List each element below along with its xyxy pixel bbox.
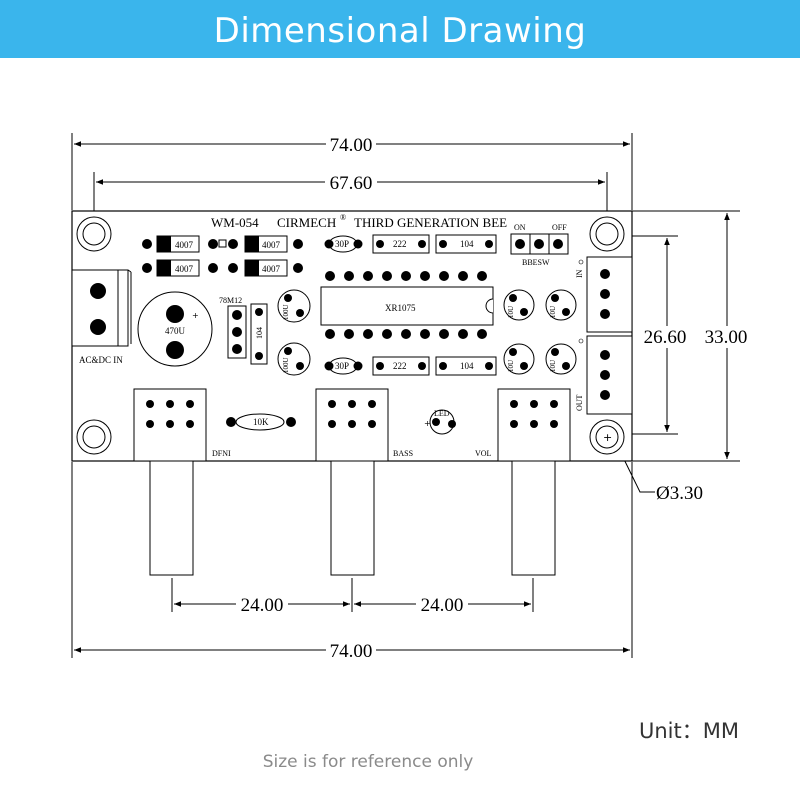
svg-text:10U: 10U	[549, 360, 557, 372]
svg-text:BBESW: BBESW	[522, 258, 550, 267]
bottom-passives: 30P 222 104	[324, 356, 497, 376]
svg-text:VOL: VOL	[475, 449, 492, 458]
bbe-switch: ON OFF BBESW	[510, 223, 569, 267]
svg-text:BASS: BASS	[393, 449, 413, 458]
dimension-74-bottom: 74.00	[330, 641, 373, 662]
board-model: WM-054	[211, 215, 259, 230]
svg-text:470U: 470U	[165, 326, 186, 336]
in-connector: IN	[575, 256, 633, 333]
svg-text:XR1075: XR1075	[385, 303, 416, 313]
dimension-24-right: 24.00	[421, 595, 464, 616]
page-title: Dimensional Drawing	[213, 11, 587, 51]
pot-dfni: DFNI	[133, 388, 231, 576]
svg-text:10K: 10K	[253, 417, 269, 427]
svg-text:10U: 10U	[507, 306, 515, 318]
dimension-diameter: Ø3.30	[656, 483, 703, 504]
svg-text:78M12: 78M12	[219, 296, 242, 305]
pcb-board: + WM-054 CIRMECH ® THIRD GENERATION BEE …	[71, 210, 633, 576]
mounting-holes	[76, 216, 625, 455]
svg-text:104: 104	[460, 361, 474, 371]
svg-text:30P: 30P	[335, 361, 349, 371]
top-passives: 30P 222 104	[324, 234, 497, 254]
svg-text:104: 104	[460, 239, 474, 249]
svg-text:4007: 4007	[175, 264, 194, 274]
svg-text:4007: 4007	[262, 264, 281, 274]
diameter-leader	[617, 446, 655, 493]
out-connector: OUT	[575, 335, 633, 415]
svg-text:30P: 30P	[335, 239, 349, 249]
svg-text:4007: 4007	[175, 240, 194, 250]
svg-text:OUT: OUT	[575, 394, 584, 411]
svg-text:IN: IN	[575, 269, 584, 278]
board-brand: CIRMECH	[277, 215, 336, 230]
svg-text:+: +	[603, 431, 612, 444]
resistor-10k: 10K	[226, 413, 296, 431]
svg-text:100U: 100U	[282, 304, 290, 320]
board-product: THIRD GENERATION BEE	[354, 215, 507, 230]
svg-text:LED: LED	[434, 409, 450, 418]
ac-dc-terminal: AC&DC IN	[71, 269, 132, 365]
svg-text:4007: 4007	[262, 240, 281, 250]
dimension-74-top: 74.00	[330, 135, 373, 156]
svg-text:AC&DC IN: AC&DC IN	[79, 355, 123, 365]
regulator-78m12: 78M12 104	[219, 296, 268, 365]
svg-text:104: 104	[255, 327, 264, 339]
caps-10u: 10U 10U 10U 10U	[503, 289, 577, 375]
svg-text:222: 222	[393, 239, 407, 249]
led: LED +	[424, 409, 456, 435]
dimension-26-60: 26.60	[644, 327, 687, 348]
svg-text:10U: 10U	[507, 360, 515, 372]
dimension-67-60: 67.60	[330, 173, 373, 194]
pot-bass: BASS	[315, 388, 413, 576]
dimension-33-00: 33.00	[705, 327, 748, 348]
svg-text:222: 222	[393, 361, 407, 371]
caps-100u: 100U 100U	[277, 289, 311, 376]
svg-text:+: +	[192, 311, 199, 320]
svg-text:OFF: OFF	[552, 223, 567, 232]
title-banner	[0, 0, 800, 58]
cap-470u: 470U +	[137, 291, 213, 367]
svg-text:10U: 10U	[549, 306, 557, 318]
svg-text:ON: ON	[514, 223, 526, 232]
dimension-24-left: 24.00	[241, 595, 284, 616]
board-brand-mark: ®	[340, 213, 346, 222]
svg-text:DFNI: DFNI	[212, 449, 231, 458]
svg-text:+: +	[424, 419, 431, 428]
diodes: 4007 4007 4007 4007	[142, 235, 303, 277]
svg-text:100U: 100U	[282, 357, 290, 373]
reference-note: Size is for reference only	[262, 752, 474, 772]
ic-xr1075: XR1075	[320, 271, 494, 339]
pot-vol: VOL	[475, 388, 571, 576]
unit-label: Unit：MM	[639, 719, 739, 743]
